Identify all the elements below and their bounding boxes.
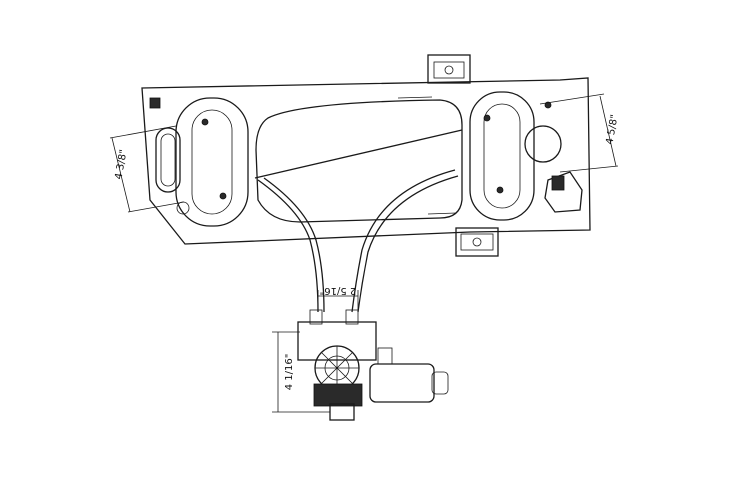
dim-motor-height: 4 1/16": [284, 354, 295, 391]
cable-right: [351, 169, 456, 313]
left-rail: [149, 97, 249, 227]
dim-left-bracket: 4 3/8": [113, 149, 129, 181]
bottom-mount-tab: [455, 227, 499, 257]
cable-left: [257, 179, 319, 313]
right-rail: [469, 91, 583, 221]
dimension-lines: [109, 93, 619, 413]
top-mount-tab: [427, 54, 471, 84]
dim-right-bracket: 4 5/8": [604, 114, 620, 146]
regulator-motor: [297, 309, 449, 421]
center-cutout: [255, 99, 463, 223]
dim-cable-spacing: 2 5/16": [320, 285, 357, 296]
